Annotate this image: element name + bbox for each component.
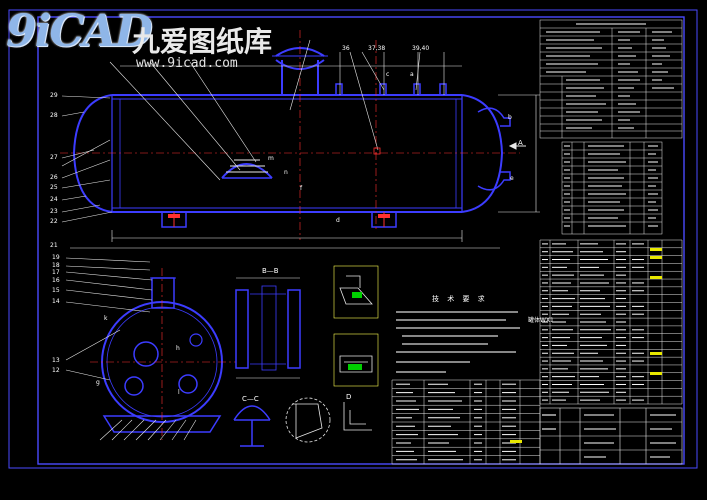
nozzle-letter: d [336,217,340,224]
nozzle-letter: m [268,155,274,162]
dimension-lines [61,39,540,249]
end-view-leaders [65,257,197,441]
view-a-arrow [508,142,526,150]
internal-cover [221,159,273,179]
logo-title: 九爱图纸库 [132,25,273,58]
section-label-c-c: C—C [242,395,259,403]
spec-table [539,19,683,139]
logo-mark: 9iCAD [6,6,153,57]
nozzle-letter: a [410,71,414,78]
callout: 22 [50,218,58,225]
inner-frame [37,16,685,465]
nozzle-letter: c [386,71,390,78]
outer-frame [8,9,698,469]
callout: 12 [52,367,60,374]
centerlines [60,30,520,240]
callout: 25 [50,184,58,191]
title-block-text [542,414,676,458]
tech-notes [396,311,520,373]
callout: 15 [52,287,60,294]
end-view-centerlines [90,268,236,440]
weld-detail-1 [333,265,379,319]
site-logo: 9iCAD 九爱图纸库 www.9icad.com [0,0,300,80]
callout: 27 [50,154,58,161]
right-head-nozzles [477,107,511,191]
spec-table-text [546,23,674,129]
view-label-a: A [518,139,523,147]
nozzle-letter: h [176,345,180,352]
logo-url: www.9icad.com [136,56,238,71]
callout: 37,38 [368,45,386,52]
section-c-c [233,405,271,447]
nozzle-letter: k [104,315,108,322]
detail-d [343,402,372,431]
callout: 16 [52,277,60,284]
callout: 19 [52,254,60,261]
nozzle-letter: e [510,175,514,182]
nozzle-table [561,141,663,235]
nozzle-letter: l [178,389,180,396]
callout: 18 [52,262,60,269]
center-marker [373,147,381,155]
callout: 29 [50,92,58,99]
callout: 26 [50,174,58,181]
section-b-b [235,285,301,371]
callout: 17 [52,269,60,276]
nozzle-letter: f [300,185,303,192]
highlight-cells [510,248,662,443]
detail-a [285,397,331,443]
callout: 13 [52,357,60,364]
nozzle-table-text [564,145,658,227]
bottom-parts-list [391,379,541,465]
side-reference: 罐体WX1 [528,317,554,324]
saddle-supports [161,211,397,228]
nozzle-letter: b [508,114,512,121]
nozzle-letter: n [284,169,288,176]
callout: 23 [50,208,58,215]
callout: 14 [52,298,60,305]
callout: 36 [342,45,350,52]
title-block [539,407,683,465]
weld-detail-2 [333,333,379,387]
section-b-b-dims [236,277,300,379]
bottom-parts-text [396,383,516,461]
top-small-nozzles [335,83,447,96]
bom-table-text [542,243,644,401]
section-label-b-b: B—B [262,267,279,275]
main-vessel [72,94,504,213]
nozzle-letter: g [96,379,100,386]
callout: 28 [50,112,58,119]
view-label-d: D [346,393,352,401]
callout: 21 [50,242,58,249]
tech-notes-title: 技 术 要 求 [432,295,488,303]
callout: 24 [50,196,58,203]
callout: 39,40 [412,45,430,52]
